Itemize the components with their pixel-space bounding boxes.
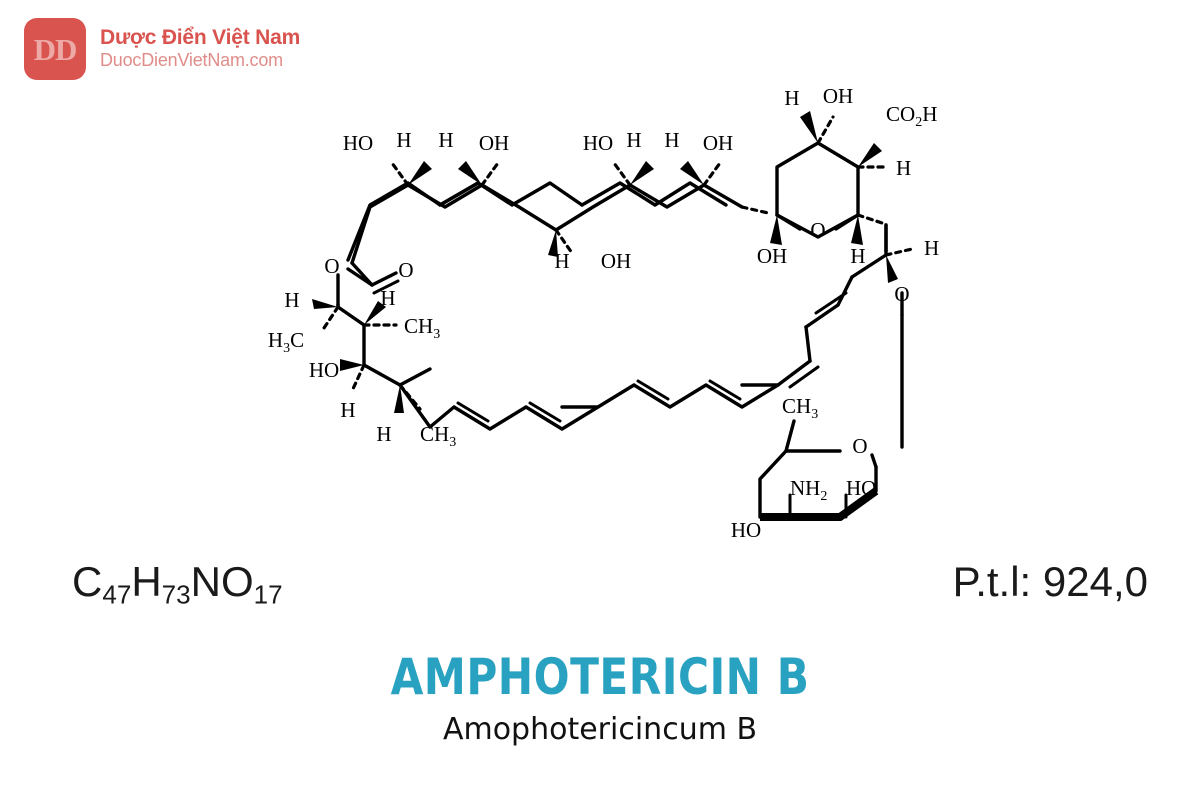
label-H-6: H [850, 244, 865, 268]
label-H-1: H [396, 128, 411, 152]
label-OH-5: OH [823, 84, 853, 108]
label-H-3: H [626, 128, 641, 152]
label-HO-1: HO [343, 131, 373, 155]
structure-svg: .bond { stroke:#000; stroke-width:3.4; f… [268, 84, 939, 542]
label-CH3-2: CH3 [420, 422, 456, 450]
label-H-13: H [376, 422, 391, 446]
label-H3C: H3C [268, 328, 304, 356]
label-H-7: H [784, 86, 799, 110]
label-H-4: H [664, 128, 679, 152]
label-CH3-3: CH3 [782, 394, 818, 422]
polyene-chain [428, 275, 854, 431]
right-chain [850, 223, 914, 449]
brand-header: DD Dược Điển Việt Nam DuocDienVietNam.co… [24, 18, 300, 80]
label-OH-2: OH [703, 131, 733, 155]
label-H-11: H [380, 286, 395, 310]
chemical-structure-diagram: .bond { stroke:#000; stroke-width:3.4; f… [0, 55, 1200, 555]
pyran-ring [770, 111, 886, 245]
polyol-chain [346, 181, 728, 262]
dd-monogram-icon: DD [24, 18, 86, 80]
brand-text-block: Dược Điển Việt Nam DuocDienVietNam.com [100, 26, 300, 72]
label-CH3-1: CH3 [404, 314, 440, 342]
label-H-9: H [924, 236, 939, 260]
label-HO-3: HO [309, 358, 339, 382]
label-CO2H: CO2H [886, 102, 937, 130]
label-O-sugar: O [852, 434, 867, 458]
structure-labels: HO H H OH HO H H OH H OH OH O H H OH CO2… [268, 84, 939, 542]
molecular-formula: C47H73NO17 [72, 558, 283, 610]
label-H-8: H [896, 156, 911, 180]
label-O-ring: O [810, 218, 825, 242]
compound-name: AMPHOTERICIN B [390, 648, 810, 706]
label-O-glycoside: O [894, 282, 909, 306]
polyol-stereocenters [390, 161, 770, 257]
label-H-12: H [340, 398, 355, 422]
label-HO-5: HO [731, 518, 761, 542]
label-OH-3: OH [601, 249, 631, 273]
polyol-chain-main [350, 183, 744, 265]
label-OH-4: OH [757, 244, 787, 268]
lactone-region [312, 261, 432, 429]
label-H-5: H [554, 249, 569, 273]
molecular-weight: P.t.l: 924,0 [952, 558, 1148, 605]
label-NH2: NH2 [790, 476, 827, 504]
label-H-10: H [284, 288, 299, 312]
compound-latin-name: Amophotericincum B [442, 712, 758, 747]
brand-title: Dược Điển Việt Nam [100, 26, 301, 50]
label-O-ester: O [324, 254, 339, 278]
label-O-carbonyl: O [398, 258, 413, 282]
label-HO-4: HO [846, 476, 876, 500]
logo-text: DD [33, 31, 78, 67]
label-OH-1: OH [479, 131, 509, 155]
label-H-2: H [438, 128, 453, 152]
mycosamine-ring [758, 419, 879, 521]
label-HO-2: HO [583, 131, 613, 155]
brand-website: DuocDienVietNam.com [100, 50, 283, 71]
